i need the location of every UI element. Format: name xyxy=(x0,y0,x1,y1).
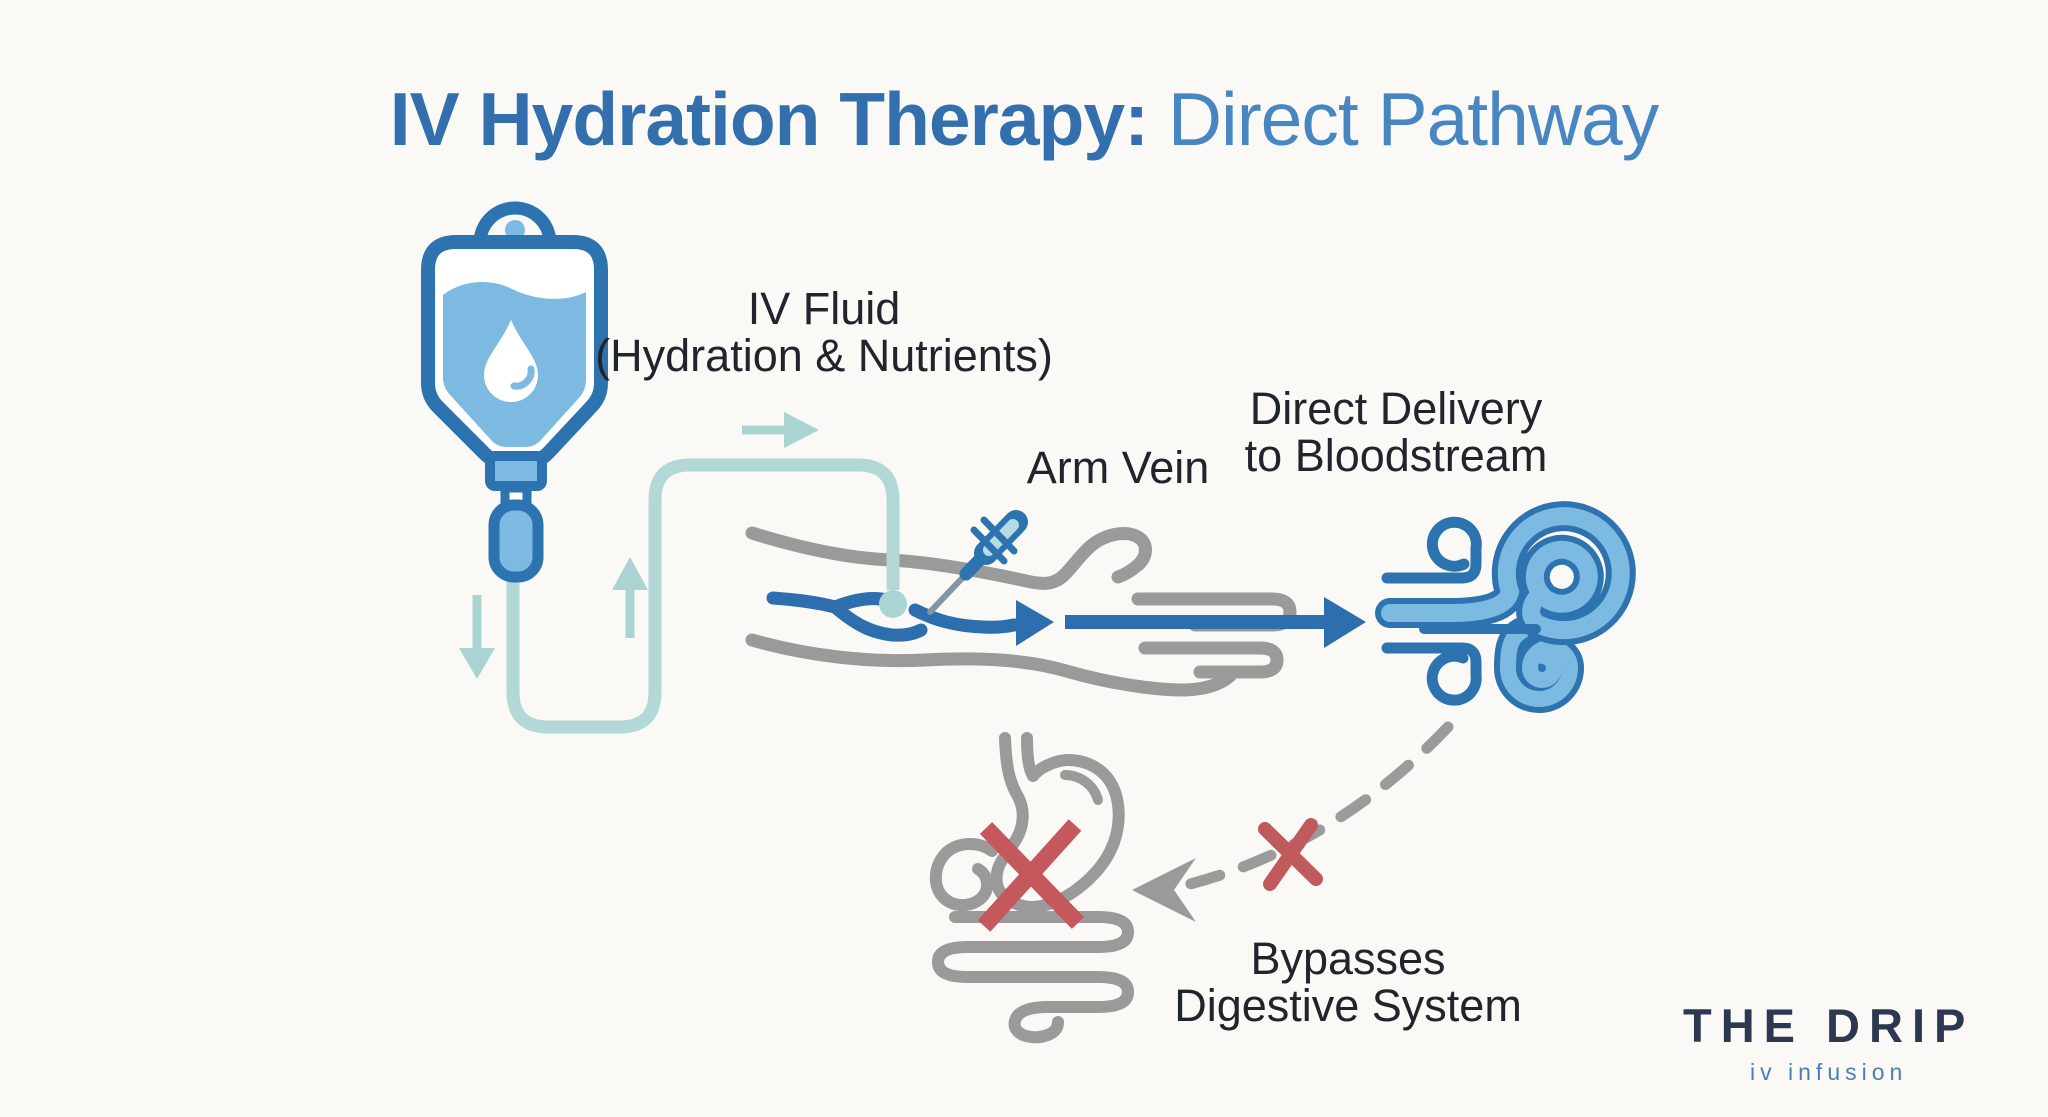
title-light: Direct Pathway xyxy=(1148,77,1659,161)
iv-tube xyxy=(506,458,907,734)
bloodstream-arrow-icon xyxy=(1065,597,1366,648)
flow-arrow-down-icon xyxy=(459,595,495,679)
bypass-arrowhead-icon xyxy=(1132,858,1196,922)
syringe-icon xyxy=(927,510,1028,615)
digestive-x-icon xyxy=(977,819,1085,932)
flow-arrow-right-icon xyxy=(742,412,819,448)
iv-bag-icon xyxy=(421,201,608,583)
arm-vein-label: Arm Vein xyxy=(1026,442,1210,493)
page-title: IV Hydration Therapy: Direct Pathway xyxy=(0,76,2048,162)
logo-tagline: iv infusion xyxy=(1750,1059,1908,1085)
vein-flow-arrow-icon xyxy=(1016,600,1054,646)
direct-delivery-label: Direct Delivery to Bloodstream xyxy=(1244,383,1548,481)
bypasses-label: Bypasses Digestive System xyxy=(1174,933,1522,1031)
brand-logo: THE DRIP iv infusion xyxy=(1683,998,1974,1086)
injection-port-dot xyxy=(879,590,907,618)
stomach-highlight xyxy=(1060,770,1103,805)
bypass-x-icon xyxy=(1258,818,1323,891)
bloodstream-swirl-icon xyxy=(1375,501,1636,713)
iv-fluid-label: IV Fluid (Hydration & Nutrients) xyxy=(595,283,1053,381)
intestines-icon xyxy=(932,911,1134,1044)
logo-name: THE DRIP xyxy=(1683,999,1975,1052)
title-strong: IV Hydration Therapy: xyxy=(389,77,1149,161)
flow-arrow-up-icon xyxy=(612,557,648,638)
intestine-loop xyxy=(929,838,998,912)
bypass-dashed-path xyxy=(1132,721,1454,922)
